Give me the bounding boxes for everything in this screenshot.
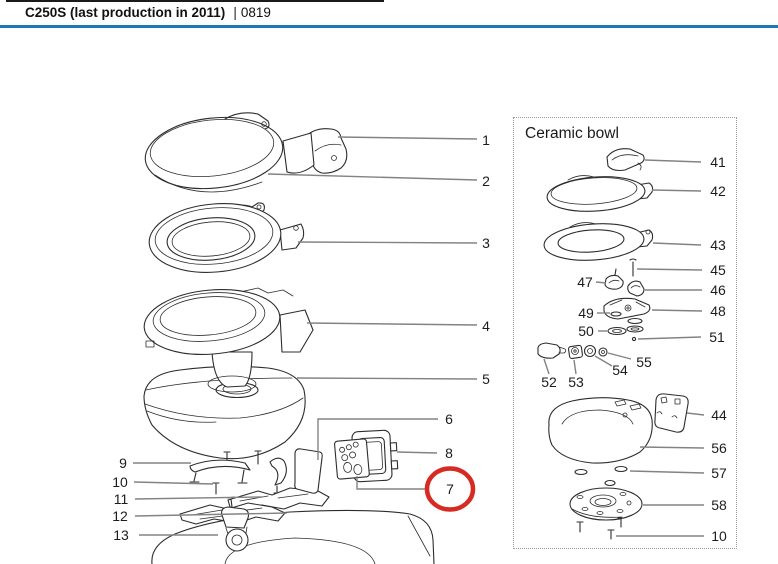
callout-56: 56 xyxy=(711,440,727,456)
callout-45: 45 xyxy=(710,262,726,278)
part-bracket-44 xyxy=(654,393,689,433)
callout-51: 51 xyxy=(709,329,725,345)
part-knob-52 xyxy=(537,342,567,359)
part-ceramic-bowl-56 xyxy=(548,397,653,464)
part-screws-10 xyxy=(576,517,625,540)
product-name: C250S (last production in 2011) xyxy=(25,5,226,20)
part-seals-57 xyxy=(574,465,628,487)
panel-title: Ceramic bowl xyxy=(525,125,619,142)
part-seat-3 xyxy=(148,202,305,273)
callout-6: 6 xyxy=(445,411,453,427)
callout-48: 48 xyxy=(710,303,726,319)
callout-11: 11 xyxy=(113,491,129,507)
part-actuator-13 xyxy=(221,496,250,552)
callout-55: 55 xyxy=(636,354,652,370)
callout-2: 2 xyxy=(482,173,490,189)
callout-50: 50 xyxy=(578,323,594,339)
callout-1: 1 xyxy=(482,132,490,148)
part-cassette xyxy=(151,509,435,564)
callout-4: 4 xyxy=(482,318,490,334)
part-ceramic-lid-42 xyxy=(546,175,654,212)
callout-53: 53 xyxy=(568,374,584,390)
callout-12: 12 xyxy=(112,508,128,524)
part-access-panel-6 xyxy=(294,448,323,494)
page-code: 0819 xyxy=(240,5,271,20)
callout-5: 5 xyxy=(482,371,490,387)
callout-54: 54 xyxy=(612,362,628,378)
ceramic-bowl-panel: Ceramic bowl xyxy=(513,117,737,549)
callout-8: 8 xyxy=(445,445,453,461)
panel-leader-lines xyxy=(543,159,705,537)
callout-7-highlighted: 7 xyxy=(446,481,454,497)
part-bowl-4 xyxy=(143,287,314,393)
part-nut-55 xyxy=(598,347,608,357)
callout-43: 43 xyxy=(710,237,726,253)
part-ceramic-seat-43 xyxy=(543,222,654,261)
callout-42: 42 xyxy=(710,183,726,199)
highlight-circle xyxy=(424,466,476,512)
callout-41: 41 xyxy=(710,154,726,170)
callout-10b: 10 xyxy=(711,528,727,544)
callout-47: 47 xyxy=(577,274,593,290)
part-washers-49-51 xyxy=(607,311,644,342)
title-separator: | xyxy=(233,5,237,20)
callout-49: 49 xyxy=(578,305,594,321)
header-divider xyxy=(0,25,778,28)
callout-10: 10 xyxy=(112,474,128,490)
callout-52: 52 xyxy=(541,374,557,390)
part-rails-9-10 xyxy=(189,457,287,495)
part-hinge-46 xyxy=(627,280,645,297)
part-washer-54 xyxy=(583,344,597,358)
callout-13: 13 xyxy=(113,527,129,543)
callout-9: 9 xyxy=(119,455,127,471)
page-title: C250S (last production in 2011) |0819 xyxy=(25,5,271,20)
part-mounting-plate-58 xyxy=(569,487,643,521)
part-lid-2 xyxy=(144,112,315,193)
part-control-panel-7 xyxy=(334,438,370,480)
main-leader-lines xyxy=(133,136,478,536)
part-hinge-cap-41 xyxy=(606,148,645,172)
top-edge-strip xyxy=(6,0,384,2)
callout-46: 46 xyxy=(710,282,726,298)
callout-3: 3 xyxy=(482,235,490,251)
part-hinge-47 xyxy=(604,268,624,290)
part-hinge-screw-45 xyxy=(629,258,637,277)
callout-57: 57 xyxy=(711,465,727,481)
callout-44: 44 xyxy=(711,407,727,423)
part-washer-53 xyxy=(567,344,583,360)
callout-58: 58 xyxy=(711,497,727,513)
